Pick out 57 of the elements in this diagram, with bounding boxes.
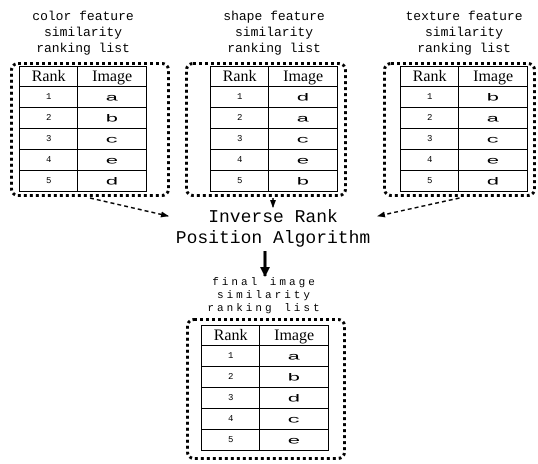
arrow [90,197,169,218]
rank-cell: 2 [202,366,260,388]
image-label-cell: c [268,128,338,150]
rank-cell: 1 [400,86,459,108]
algorithm-label: Inverse Rank Position Algorithm [170,208,376,250]
rank-cell: 1 [20,86,78,108]
rank-cell: 5 [202,430,260,450]
rank-cell: 3 [202,388,260,408]
rank-cell: 5 [210,170,269,192]
rank-cell: 3 [400,128,459,150]
column-header: Image [458,66,528,86]
image-label-cell: a [78,86,146,108]
rank-cell: 5 [400,170,459,192]
list-heading: shape feature similarity ranking list [222,9,326,57]
rank-cell: 1 [202,346,260,366]
image-label-cell: e [78,150,146,170]
rank-cell: 2 [400,108,459,128]
image-label-cell: b [78,108,146,128]
rank-cell: 5 [20,170,78,192]
arrow [260,251,270,277]
column-header: Rank [20,66,78,86]
image-label-cell: a [458,108,528,128]
column-header: Rank [400,66,459,86]
image-label-cell: c [78,128,146,150]
list-heading: texture feature similarity ranking list [404,9,524,57]
arrow [377,197,460,218]
image-label-cell: d [268,86,338,108]
image-label-cell: b [268,170,338,192]
rank-cell: 3 [20,128,78,150]
rank-cell: 4 [210,150,269,170]
image-label-cell: d [458,170,528,192]
image-label-cell: d [260,388,328,408]
image-label-cell: c [260,408,328,430]
image-label-cell: b [260,366,328,388]
column-header: Rank [202,326,260,346]
list-heading: final image similarity ranking list [206,277,324,316]
image-label-cell: e [268,150,338,170]
list-heading: color feature similarity ranking list [31,9,135,57]
image-label-cell: d [78,170,146,192]
rank-cell: 3 [210,128,269,150]
column-header: Image [268,66,338,86]
rank-cell: 2 [20,108,78,128]
column-header: Image [78,66,146,86]
image-label-cell: a [268,108,338,128]
image-label-cell: e [260,430,328,450]
image-label-cell: a [260,346,328,366]
column-header: Image [260,326,328,346]
rank-cell: 2 [210,108,269,128]
image-label-cell: b [458,86,528,108]
rank-cell: 4 [20,150,78,170]
rank-cell: 1 [210,86,269,108]
arrow [270,198,276,208]
rank-cell: 4 [400,150,459,170]
image-label-cell: c [458,128,528,150]
column-header: Rank [210,66,269,86]
rank-cell: 4 [202,408,260,430]
image-label-cell: e [458,150,528,170]
